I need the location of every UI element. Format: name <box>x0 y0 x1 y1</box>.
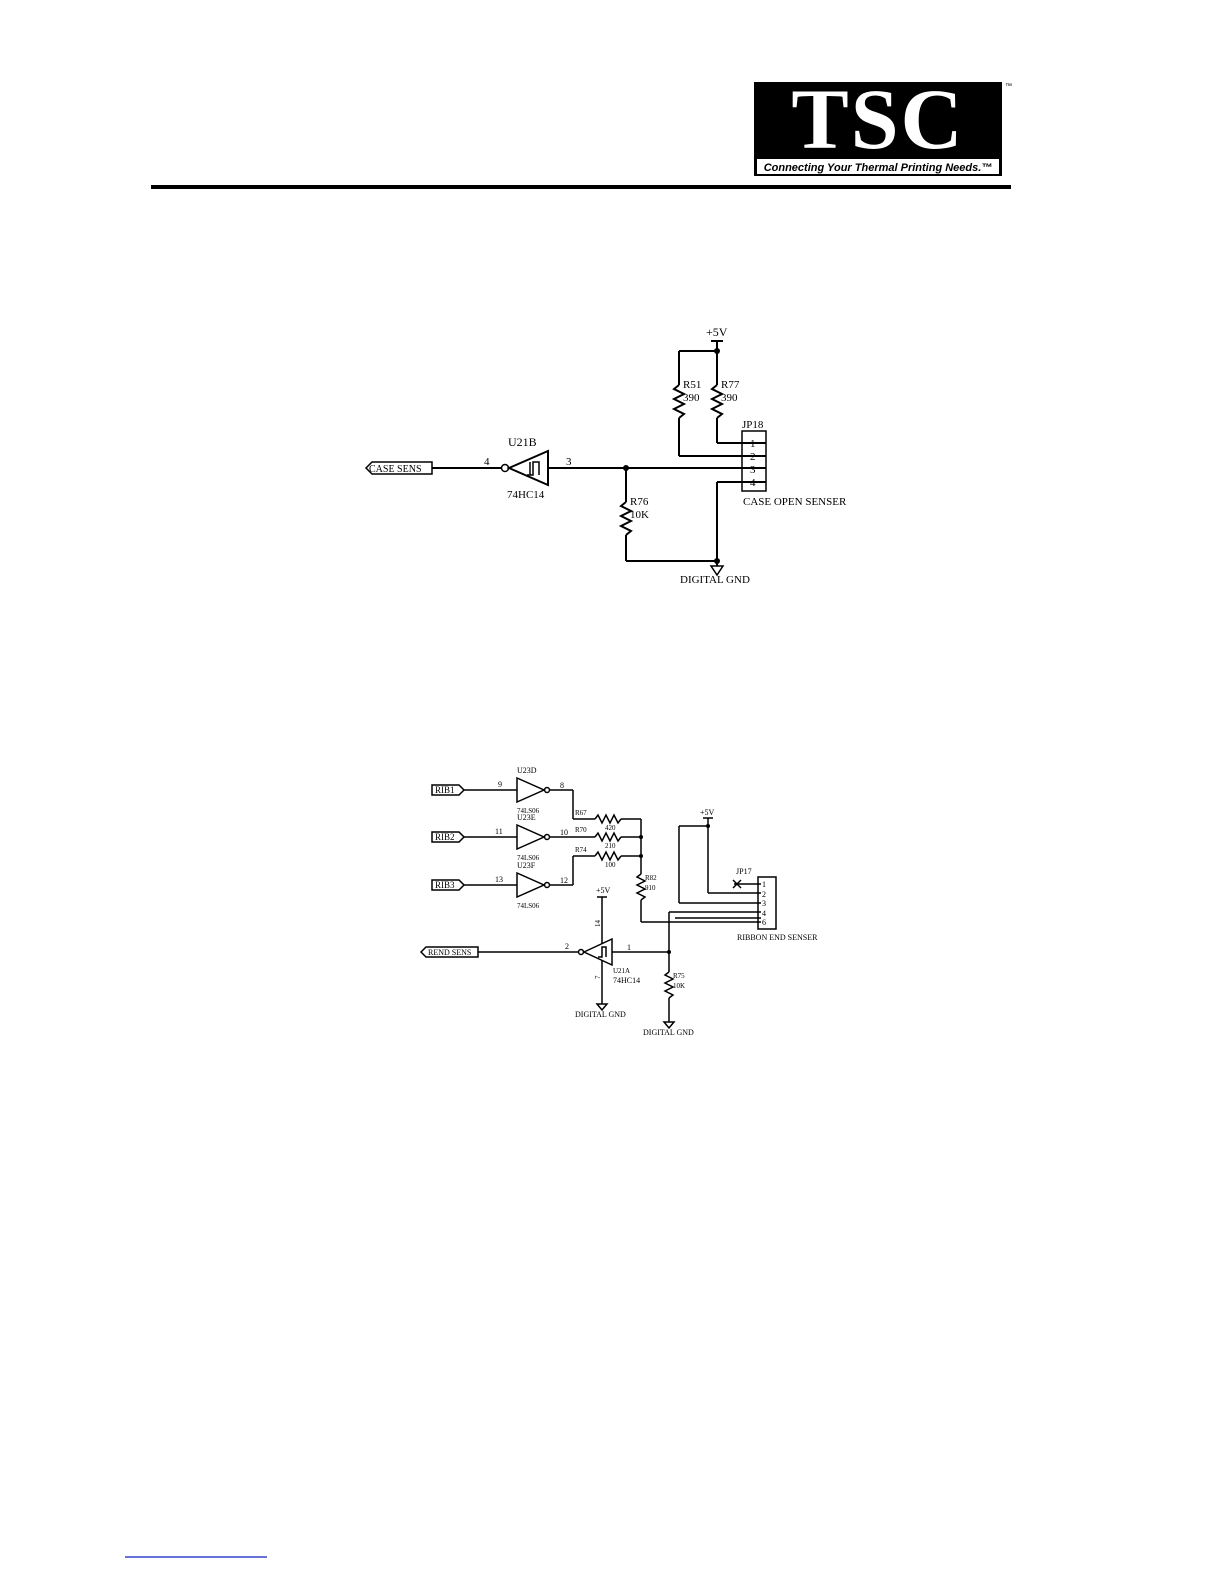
resistor-r70 <box>594 831 622 843</box>
header-rule <box>151 185 1011 189</box>
u21a-pin-out: 1 <box>627 943 631 952</box>
resistor-r67 <box>594 813 622 825</box>
jp17-pin: 4 <box>762 909 766 918</box>
u21b-pin-in: 4 <box>484 456 490 468</box>
r77-name: R77 <box>721 379 740 391</box>
jp17-pin: 2 <box>762 890 766 899</box>
r76-value: 10K <box>630 509 649 521</box>
junction-dot <box>714 558 720 564</box>
jp18-name: JP18 <box>742 419 764 431</box>
u23f-pin-in: 13 <box>495 875 503 884</box>
rib3-net-label <box>431 879 466 891</box>
r70-name: R70 <box>575 826 587 834</box>
jp18-pin: 2 <box>750 451 756 463</box>
case-open-schematic: +5V R51 390 R77 390 JP18 1 2 3 4 CASE OP… <box>364 325 847 586</box>
r67-value: 420 <box>605 824 616 832</box>
u21a-pin-in: 2 <box>565 942 569 951</box>
ribbon-ground-right: DIGITAL GND <box>643 1028 694 1037</box>
u23e-name: U23E <box>517 813 536 822</box>
resistor-r82 <box>635 873 647 901</box>
u21b-pin-out: 3 <box>566 456 572 468</box>
u23f-pin-out: 12 <box>560 876 568 885</box>
u21a-pin-gnd: 7 <box>594 975 602 979</box>
gate-u23e <box>516 823 546 851</box>
u23e-part: 74LS06 <box>517 854 540 862</box>
r74-name: R74 <box>575 846 587 854</box>
trademark-mark: ™ <box>1005 83 1012 90</box>
gate-u21a <box>582 937 613 967</box>
resistor-r74 <box>594 850 622 862</box>
logo: TSC Connecting Your Thermal Printing Nee… <box>754 71 1012 176</box>
jp17-pin: 3 <box>762 899 766 908</box>
r67-name: R67 <box>575 809 587 817</box>
jp17-pin: 6 <box>762 918 766 927</box>
u21a-vcc-label: +5V <box>596 886 611 895</box>
r77-value: 390 <box>721 392 738 404</box>
logo-text: TSC <box>791 71 964 167</box>
case-supply-label: +5V <box>706 325 728 339</box>
rib1-net-label <box>431 784 466 796</box>
resistor-r76 <box>618 501 634 536</box>
jp18-label: CASE OPEN SENSER <box>743 496 847 508</box>
jp18-pin: 1 <box>750 438 756 450</box>
r70-value: 210 <box>605 842 616 850</box>
jp17-label: RIBBON END SENSER <box>737 933 818 942</box>
r75-name: R75 <box>673 972 685 980</box>
jp17-pin: 1 <box>762 880 766 889</box>
rib1-text: RIB1 <box>435 785 455 795</box>
u23f-part: 74LS06 <box>517 902 540 910</box>
rib2-net-label <box>431 831 466 843</box>
ribbon-ground-left: DIGITAL GND <box>575 1010 626 1019</box>
junction-dot <box>639 835 643 839</box>
rend-sens-text: REND SENS <box>428 948 471 957</box>
connector-jp17 <box>757 876 777 930</box>
u23e-pin-in: 11 <box>495 827 503 836</box>
u21b-name: U21B <box>508 435 537 449</box>
case-ground-label: DIGITAL GND <box>680 574 750 586</box>
u23d-pin-in: 9 <box>498 780 502 789</box>
r76-name: R76 <box>630 496 649 508</box>
rib3-text: RIB3 <box>435 880 455 890</box>
r82-name: R82 <box>645 874 657 882</box>
r51-name: R51 <box>683 379 701 391</box>
gate-u23d <box>516 776 546 804</box>
rib2-text: RIB2 <box>435 832 455 842</box>
ground-symbol <box>595 1003 609 1012</box>
r75-value: 10K <box>673 982 685 990</box>
u23d-name: U23D <box>517 766 537 775</box>
ground-symbol <box>709 565 725 577</box>
connector-jp18 <box>741 430 767 492</box>
u23f-name: U23F <box>517 861 536 870</box>
ribbon-supply-label: +5V <box>700 808 715 817</box>
u21a-name: U21A <box>613 967 630 975</box>
resistor-r51 <box>671 384 687 419</box>
resistor-r75 <box>663 971 675 999</box>
gate-u23f <box>516 871 546 899</box>
logo-tagline: Connecting Your Thermal Printing Needs.™ <box>764 162 993 174</box>
jp17-name: JP17 <box>736 867 752 876</box>
ground-symbol <box>662 1021 676 1030</box>
r51-value: 390 <box>683 392 700 404</box>
gate-u21b <box>506 449 549 487</box>
u23d-part: 74LS06 <box>517 807 540 815</box>
ribbon-end-schematic: RIB1 9 U23D 74LS06 8 R67 420 RIB2 11 U23… <box>419 766 818 1037</box>
u23e-pin-out: 10 <box>560 828 568 837</box>
u23d-pin-out: 8 <box>560 781 564 790</box>
u21b-part: 74HC14 <box>507 489 545 501</box>
case-sens-text: CASE SENS <box>369 464 422 475</box>
junction-dot <box>706 824 710 828</box>
resistor-r77 <box>709 384 725 419</box>
jp18-pin: 3 <box>750 464 756 476</box>
junction-dot <box>639 854 643 858</box>
u21a-part: 74HC14 <box>613 976 640 985</box>
u21a-pin-vcc: 14 <box>594 920 602 928</box>
r74-value: 100 <box>605 861 616 869</box>
r82-value: 910 <box>645 884 656 892</box>
